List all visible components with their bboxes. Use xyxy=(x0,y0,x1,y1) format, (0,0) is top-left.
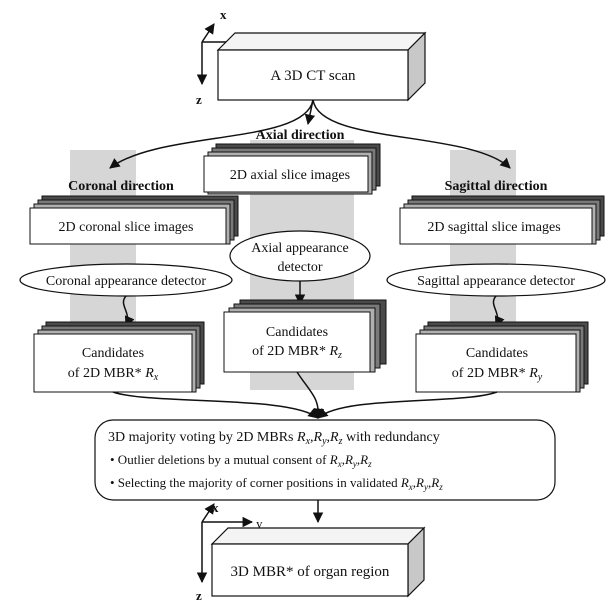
coronal-slice-label: 2D coronal slice images xyxy=(59,220,194,235)
sagittal-candidates-line1: Candidates xyxy=(466,346,528,361)
sagittal-slice-label: 2D sagittal slice images xyxy=(427,220,560,235)
axes-bottom xyxy=(196,503,254,584)
axial-candidates-stack xyxy=(223,299,387,373)
sagittal-slice-stack xyxy=(399,195,605,245)
coronal-detector-label: Coronal appearance detector xyxy=(46,274,206,289)
axis-y-label-bottom: y xyxy=(256,516,263,531)
ct-scan-label: A 3D CT scan xyxy=(270,68,356,84)
axial-candidates-line1: Candidates xyxy=(266,325,328,340)
converge-arrows xyxy=(112,371,498,420)
result-label: 3D MBR* of organ region xyxy=(231,564,390,580)
sagittal-direction-label: Sagittal direction xyxy=(445,179,548,194)
axial-direction-label: Axial direction xyxy=(256,128,345,143)
axial-candidates-line2: of 2D MBR* Rz xyxy=(252,344,342,361)
voting-box xyxy=(94,419,556,501)
coronal-candidates-line1: Candidates xyxy=(82,346,144,361)
axis-z-label-bottom: z xyxy=(196,588,202,603)
axis-x-label-top: x xyxy=(220,7,227,22)
branch-arrows xyxy=(109,99,511,169)
voting-bullet-outlier: • Outlier deletions by a mutual consent … xyxy=(110,452,372,469)
axis-x-label-bottom: x xyxy=(212,500,219,515)
axial-detector-line1: Axial appearance xyxy=(251,241,349,256)
sagittal-candidates-stack xyxy=(415,321,589,393)
result-box xyxy=(210,526,426,598)
axis-z-label-top: z xyxy=(196,92,202,107)
axial-slice-label: 2D axial slice images xyxy=(230,168,350,183)
coronal-candidates-line2: of 2D MBR* Rx xyxy=(68,366,159,383)
coronal-candidates-stack xyxy=(33,321,205,393)
axial-slice-stack xyxy=(203,143,381,195)
ct-scan-box xyxy=(216,31,427,102)
sagittal-candidates-line2: of 2D MBR* Ry xyxy=(452,366,543,383)
voting-bullet-majority: • Selecting the majority of corner posit… xyxy=(110,475,443,492)
voting-title: 3D majority voting by 2D MBRs Rx,Ry,Rz w… xyxy=(108,430,440,447)
coronal-direction-label: Coronal direction xyxy=(68,179,174,194)
coronal-slice-stack xyxy=(29,195,239,245)
axial-detector-line2: detector xyxy=(277,260,322,275)
sagittal-detector-label: Sagittal appearance detector xyxy=(417,274,575,289)
